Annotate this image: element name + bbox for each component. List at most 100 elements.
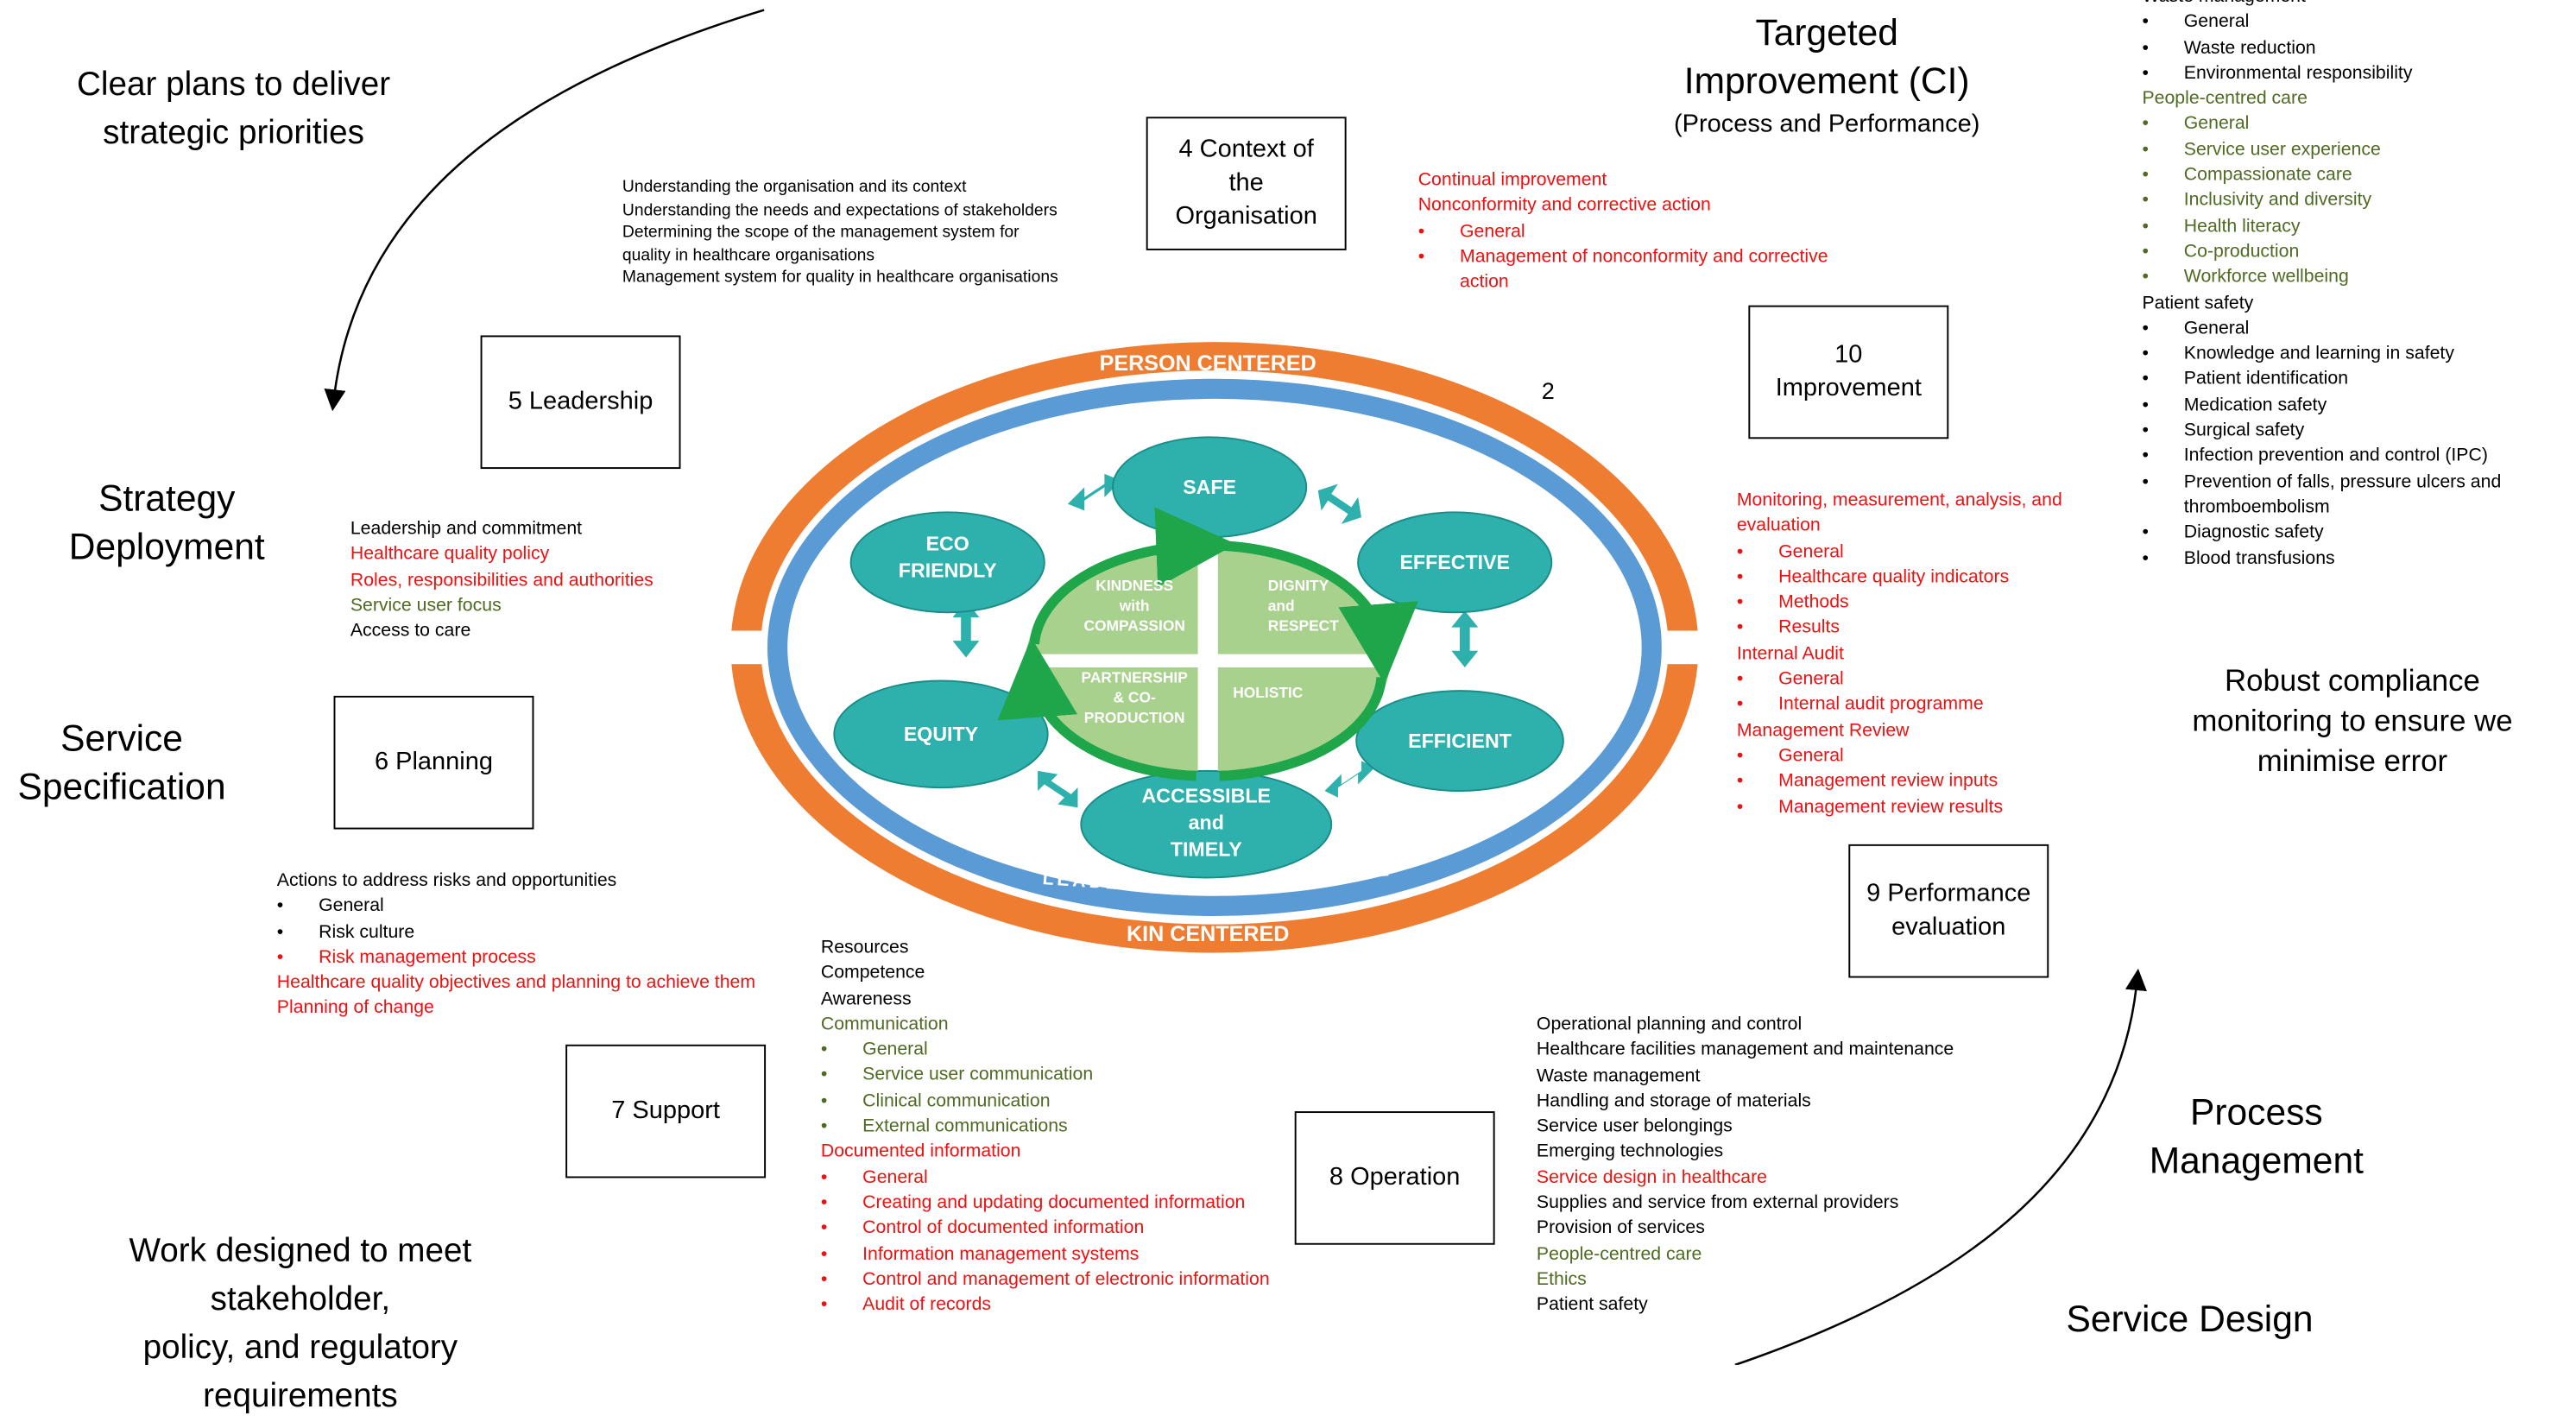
list-item: Actions to address risks and opportuniti…	[276, 870, 617, 892]
node-effective	[1357, 511, 1553, 614]
arrow-top-left	[324, 9, 765, 412]
list-item: evaluation	[1736, 515, 1821, 536]
list-item: Management system for quality in healthc…	[622, 269, 1058, 288]
list-item: Patient identification	[2142, 368, 2501, 394]
list-item: General	[821, 1038, 1270, 1064]
list-item: Healthcare quality objectives and planni…	[276, 973, 756, 994]
list-item: Awareness	[820, 989, 912, 1009]
list-item: Risk management process	[277, 946, 755, 972]
list-item: Understanding the organisation and its c…	[622, 178, 967, 198]
list-planning: Actions to address risks and opportuniti…	[277, 869, 755, 1022]
list-item: Inclusivity and diversity	[2142, 189, 2501, 215]
list-item: Continual improvement	[1417, 170, 1607, 191]
connector-arrows	[324, 9, 2147, 1365]
list-item: Ethics	[1536, 1269, 1587, 1290]
list-item: Diagnostic safety	[2142, 521, 2501, 547]
list-item: Co-production	[2142, 240, 2501, 266]
list-item: Blood transfusions	[2142, 547, 2501, 572]
list-item: Documented information	[820, 1141, 1021, 1162]
node-effective-label: EFFECTIVE	[1399, 551, 1510, 573]
cycle-arrow-bottom	[1219, 677, 1386, 781]
list-item: Planning of change	[276, 998, 434, 1019]
list-item: Nonconformity and corrective action	[1417, 195, 1711, 216]
cycle-arrow-right	[1219, 540, 1418, 685]
list-item: Health literacy	[2142, 215, 2501, 241]
list-item: Handling and storage of materials	[1536, 1090, 1811, 1111]
connector-arrow	[952, 600, 980, 658]
quality-model: PERSON CENTERED TRANSPARENCY LEADERSHIP …	[717, 342, 1712, 953]
connector-arrow	[1317, 483, 1362, 524]
list-item: Prevention of falls, pressure ulcers and	[2142, 470, 2501, 496]
list-item: Control of documented information	[821, 1217, 1270, 1242]
list-item: Information management systems	[821, 1242, 1270, 1268]
list-top-right: Waste managementGeneralWaste reductionEn…	[2142, 0, 2501, 572]
list-item: Knowledge and learning in safety	[2142, 342, 2501, 368]
node-eco-friendly	[849, 511, 1045, 614]
quadrant-partnership-label: PARTNERSHIP& CO-PRODUCTION	[1082, 668, 1188, 725]
box-operation: 8 Operation	[1294, 1111, 1495, 1245]
node-efficient	[1355, 690, 1564, 793]
list-item: Clinical communication	[821, 1090, 1270, 1115]
list-performance: Monitoring, measurement, analysis, and ev…	[1736, 489, 2062, 821]
list-item: People-centred care	[2142, 88, 2308, 109]
list-item: Healthcare facilities management and mai…	[1536, 1040, 1954, 1060]
node-accessible	[1080, 769, 1333, 879]
heading-work-designed: Work designed to meet stakeholder, polic…	[129, 1233, 472, 1415]
central-circle	[997, 507, 1418, 781]
heading-process-management: Process Management	[2149, 1090, 2364, 1182]
list-item: Audit of records	[821, 1293, 1270, 1319]
list-item: Methods	[1737, 591, 2062, 617]
heading-service-specification: Service Specification	[17, 717, 226, 808]
box-leadership: 5 Leadership	[480, 335, 681, 470]
list-item: Management review results	[1737, 795, 2062, 821]
list-item: Determining the scope of the management …	[622, 223, 1020, 243]
arrow-bottom-right	[1734, 968, 2147, 1365]
quadrant-holistic-label: HOLISTIC	[1233, 684, 1304, 701]
list-item: Leadership and commitment	[350, 519, 583, 540]
list-item: Creating and updating documented informa…	[821, 1191, 1270, 1217]
list-item: Management review inputs	[1737, 769, 2062, 795]
list-item: Internal audit programme	[1737, 693, 2062, 719]
connector-arrow	[1038, 770, 1078, 808]
cycle-arrow-top	[1029, 507, 1237, 645]
list-item: Management of nonconformity and correcti…	[1418, 245, 1828, 271]
list-item: General	[821, 1166, 1270, 1191]
list-context: Understanding the organisation and its c…	[622, 177, 1058, 289]
list-item: Workforce wellbeing	[2142, 266, 2501, 292]
list-item: Risk culture	[277, 920, 755, 946]
list-item: Internal Audit	[1736, 643, 1844, 664]
list-item: General	[1737, 667, 2062, 693]
list-item: General	[277, 894, 755, 920]
list-item: Waste reduction	[2142, 36, 2501, 62]
list-item: Control and management of electronic inf…	[821, 1268, 1270, 1294]
list-item: thromboembolism	[2183, 496, 2330, 517]
heading-targeted-improvement: Targeted Improvement (CI)	[1683, 11, 1970, 102]
heading-clear-plans: Clear plans to deliver strategic priorit…	[77, 66, 391, 152]
list-item: Monitoring, measurement, analysis, and	[1736, 490, 2062, 511]
list-item: Emerging technologies	[1536, 1141, 1724, 1163]
list-item: Service user focus	[350, 595, 502, 616]
list-item: External communications	[821, 1115, 1270, 1141]
ring-label-person-centered: PERSON CENTERED	[1100, 351, 1316, 376]
list-item: General	[2142, 10, 2501, 36]
list-item: Infection prevention and control (IPC)	[2142, 445, 2501, 471]
diagram-stage: Clear plans to deliver strategic priorit…	[0, 0, 2576, 1365]
list-item: People-centred care	[1536, 1244, 1702, 1265]
connector-arrow	[1067, 473, 1121, 511]
list-item: General	[1418, 219, 1828, 245]
number-two-label: 2	[1541, 376, 1555, 404]
list-item: Service user experience	[2142, 138, 2501, 164]
node-safe-label: SAFE	[1183, 476, 1236, 498]
list-item: General	[2142, 112, 2501, 138]
box-performance-evaluation: 9 Performance evaluation	[1848, 844, 2049, 978]
list-item: Results	[1737, 616, 2062, 642]
list-item: Provision of services	[1536, 1218, 1705, 1239]
connector-arrow	[1324, 761, 1375, 798]
list-item: Roles, responsibilities and authorities	[350, 570, 653, 591]
list-item: action	[1460, 272, 1509, 293]
